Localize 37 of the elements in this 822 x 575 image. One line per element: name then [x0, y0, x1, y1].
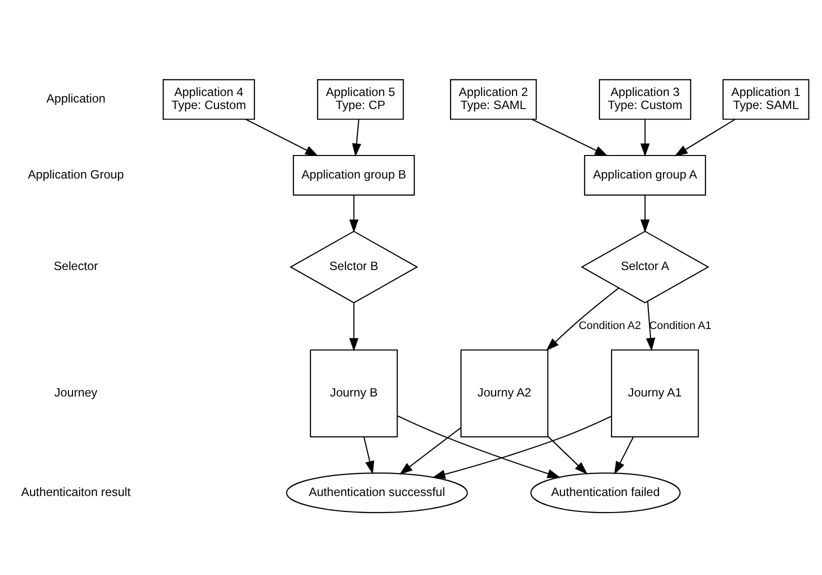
edge-label: Condition A2: [578, 320, 641, 332]
edge-label: Condition A1: [649, 320, 712, 332]
node-diamond: Selctor A: [580, 230, 710, 303]
node-box: Application 4 Type: Custom: [162, 78, 255, 120]
node-ellipse: Authentication successful: [286, 472, 468, 513]
arrow: [397, 414, 561, 478]
arrow: [646, 300, 656, 351]
node-box: Application 5 Type: CP: [317, 78, 404, 120]
label: Application: [46, 91, 106, 106]
node-box: Application 2 Type: SAML: [450, 78, 537, 120]
arrow: [349, 194, 358, 232]
arrow: [363, 436, 374, 474]
arrow: [532, 118, 608, 156]
arrow: [640, 119, 650, 156]
arrow: [352, 118, 362, 156]
node-box: Application group A: [584, 154, 706, 196]
label: Application Group: [28, 166, 124, 181]
arrow: [614, 436, 634, 474]
node-box: Journy A1: [610, 348, 699, 437]
label: Authenticaiton result: [21, 484, 131, 498]
arrow: [546, 287, 619, 350]
arrow: [399, 426, 462, 474]
node-box: Application 3 Type: Custom: [598, 78, 692, 120]
arrow: [432, 415, 612, 478]
label: Selector: [54, 258, 98, 273]
arrow: [246, 118, 318, 156]
node-box: Journy A2: [460, 348, 548, 437]
node-ellipse: Authentication failed: [530, 472, 681, 513]
node-box: Application group B: [292, 154, 415, 196]
label: Journey: [54, 384, 98, 399]
arrow: [640, 194, 650, 232]
arrow: [674, 118, 736, 156]
arrow: [547, 435, 588, 474]
node-diamond: Selctor B: [290, 230, 418, 303]
node-box: Application 1 Type: SAML: [722, 78, 810, 120]
node-box: Journy B: [310, 348, 398, 437]
arrow: [349, 302, 358, 351]
